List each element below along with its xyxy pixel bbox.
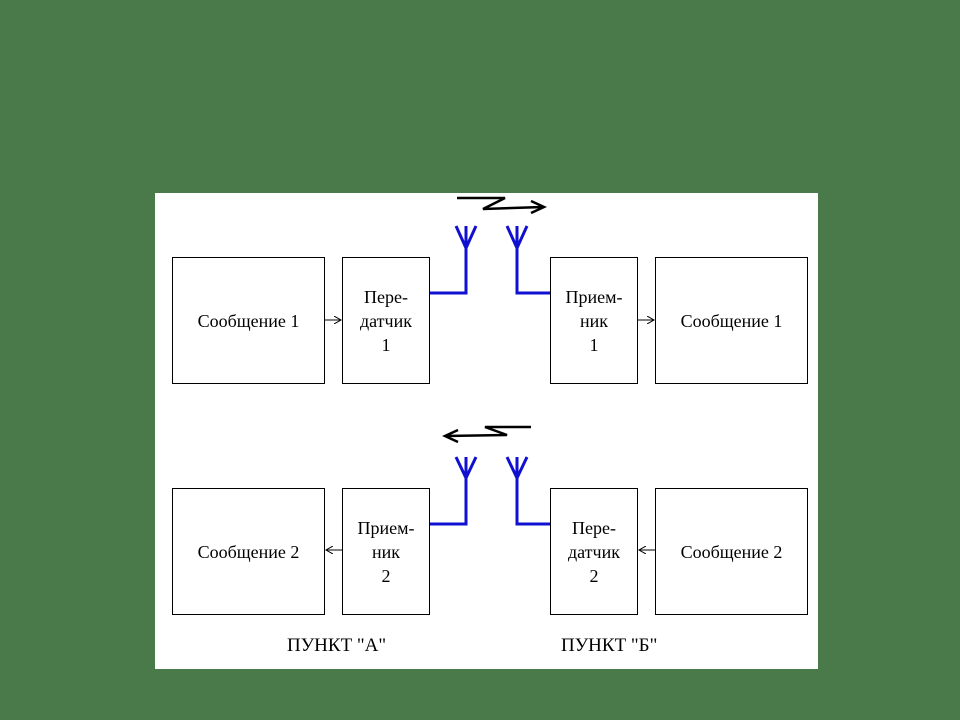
receiver-1-line-1: Прием- xyxy=(565,286,623,307)
message-1-source-box: Сообщение 1 xyxy=(172,257,325,384)
transmitter-2-box: Пере- датчик 2 xyxy=(550,488,638,615)
message-2-destination-label: Сообщение 2 xyxy=(197,541,300,562)
receiver-1-line-3: 1 xyxy=(589,334,599,355)
message-2-destination-box: Сообщение 2 xyxy=(172,488,325,615)
antenna-transmitter-1 xyxy=(430,225,478,295)
transmitter-2-line-1: Пере- xyxy=(572,517,616,538)
receiver-1-line-2: ник xyxy=(579,310,608,331)
transmitter-1-line-3: 1 xyxy=(381,334,391,355)
message-1-destination-box: Сообщение 1 xyxy=(655,257,808,384)
message-2-source-label: Сообщение 2 xyxy=(680,541,783,562)
transmitter-1-line-2: датчик xyxy=(360,310,412,331)
receiver-2-line-2: ник xyxy=(371,541,400,562)
point-b-label: ПУНКТ "Б" xyxy=(561,635,658,656)
receiver-2-box: Прием- ник 2 xyxy=(342,488,430,615)
signal-arrow-right xyxy=(457,196,547,215)
receiver-2-line-1: Прием- xyxy=(357,517,415,538)
point-a-label: ПУНКТ "А" xyxy=(287,635,387,656)
message-1-source-label: Сообщение 1 xyxy=(197,310,300,331)
connections-layer xyxy=(325,196,655,669)
transmitter-2-line-3: 2 xyxy=(589,565,599,586)
signal-arrow-left xyxy=(442,425,531,444)
antenna-receiver-2 xyxy=(430,456,478,526)
communication-diagram: Сообщение 1 Пере- датчик 1 Прием- ник 1 … xyxy=(155,193,818,669)
message-1-destination-label: Сообщение 1 xyxy=(680,310,783,331)
transmitter-1-box: Пере- датчик 1 xyxy=(342,257,430,384)
message-2-source-box: Сообщение 2 xyxy=(655,488,808,615)
transmitter-1-line-1: Пере- xyxy=(364,286,408,307)
antenna-receiver-1 xyxy=(505,225,550,295)
receiver-2-line-3: 2 xyxy=(381,565,391,586)
receiver-1-box: Прием- ник 1 xyxy=(550,257,638,384)
antenna-transmitter-2 xyxy=(505,456,550,526)
transmitter-2-line-2: датчик xyxy=(568,541,620,562)
